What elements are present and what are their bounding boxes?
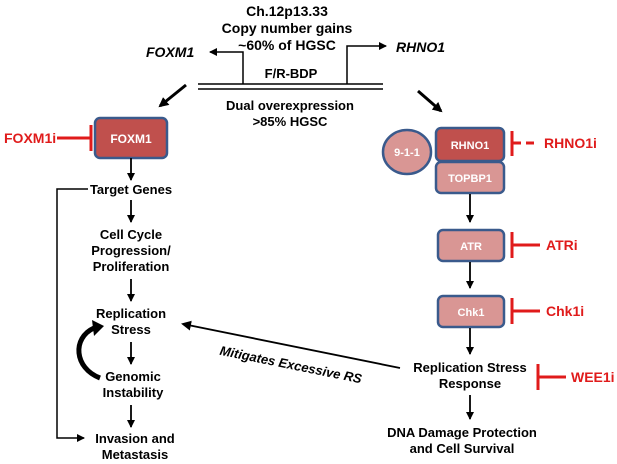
genomic-label: Genomic	[105, 369, 161, 384]
response-label-2: Response	[439, 376, 501, 391]
wee1i-label: WEE1i	[571, 369, 615, 385]
complex-911-label: 9-1-1	[394, 147, 420, 159]
feedback-arrowhead	[92, 320, 104, 336]
chk1-protein-label: Chk1	[458, 307, 485, 319]
foxm1i-label: FOXM1i	[4, 130, 56, 146]
foxm1-gene-label: FOXM1	[146, 44, 194, 60]
topbp1-protein-box	[434, 160, 506, 195]
progression-label: Progression/	[91, 243, 171, 258]
response-label: Replication Stress	[413, 360, 526, 375]
locus-label: Ch.12p13.33	[246, 3, 328, 19]
target-genes-label: Target Genes	[90, 182, 172, 197]
rhno1i-label: RHNO1i	[544, 135, 597, 151]
topbp1-protein-label: TOPBP1	[448, 173, 492, 185]
arrow-to-foxm1	[158, 83, 187, 108]
proliferation-label: Proliferation	[93, 259, 170, 274]
copy-number-label: Copy number gains	[222, 20, 353, 36]
chk1i-label: Chk1i	[546, 303, 584, 319]
atr-protein-box	[436, 228, 506, 263]
stress-label: Stress	[111, 322, 151, 337]
mitigates-label: Mitigates Excessive RS	[219, 343, 364, 387]
metastasis-label: Metastasis	[102, 447, 168, 462]
arrow-to-rhno1	[417, 89, 443, 113]
atr-protein-label: ATR	[460, 241, 482, 253]
chk1-protein-box	[436, 294, 506, 329]
atri-label: ATRi	[546, 237, 578, 253]
overexpression-percent: >85% HGSC	[253, 114, 328, 129]
instability-label: Instability	[103, 385, 164, 400]
arrow-targets-to-invasion	[56, 188, 88, 442]
replication-stress-label: Replication	[96, 306, 166, 321]
rhno1-gene-label: RHNO1	[396, 39, 445, 55]
invasion-label: Invasion and	[95, 431, 175, 446]
foxm1-transcription-arrow	[209, 48, 244, 84]
complex-911-circle	[381, 128, 433, 176]
rhno1-transcription-arrow	[346, 42, 387, 84]
copy-number-percent: ~60% of HGSC	[238, 37, 336, 53]
cell-cycle-label: Cell Cycle	[100, 227, 162, 242]
outcome-label-2: and Cell Survival	[410, 441, 515, 456]
feedback-curve	[76, 325, 102, 381]
mitigates-arrow	[181, 320, 401, 369]
rhno1-protein-label: RHNO1	[451, 140, 490, 152]
outcome-label: DNA Damage Protection	[387, 425, 537, 440]
promoter-label: F/R-BDP	[265, 66, 318, 81]
foxm1-protein-label: FOXM1	[110, 132, 152, 146]
overexpression-label: Dual overexpression	[226, 98, 354, 113]
